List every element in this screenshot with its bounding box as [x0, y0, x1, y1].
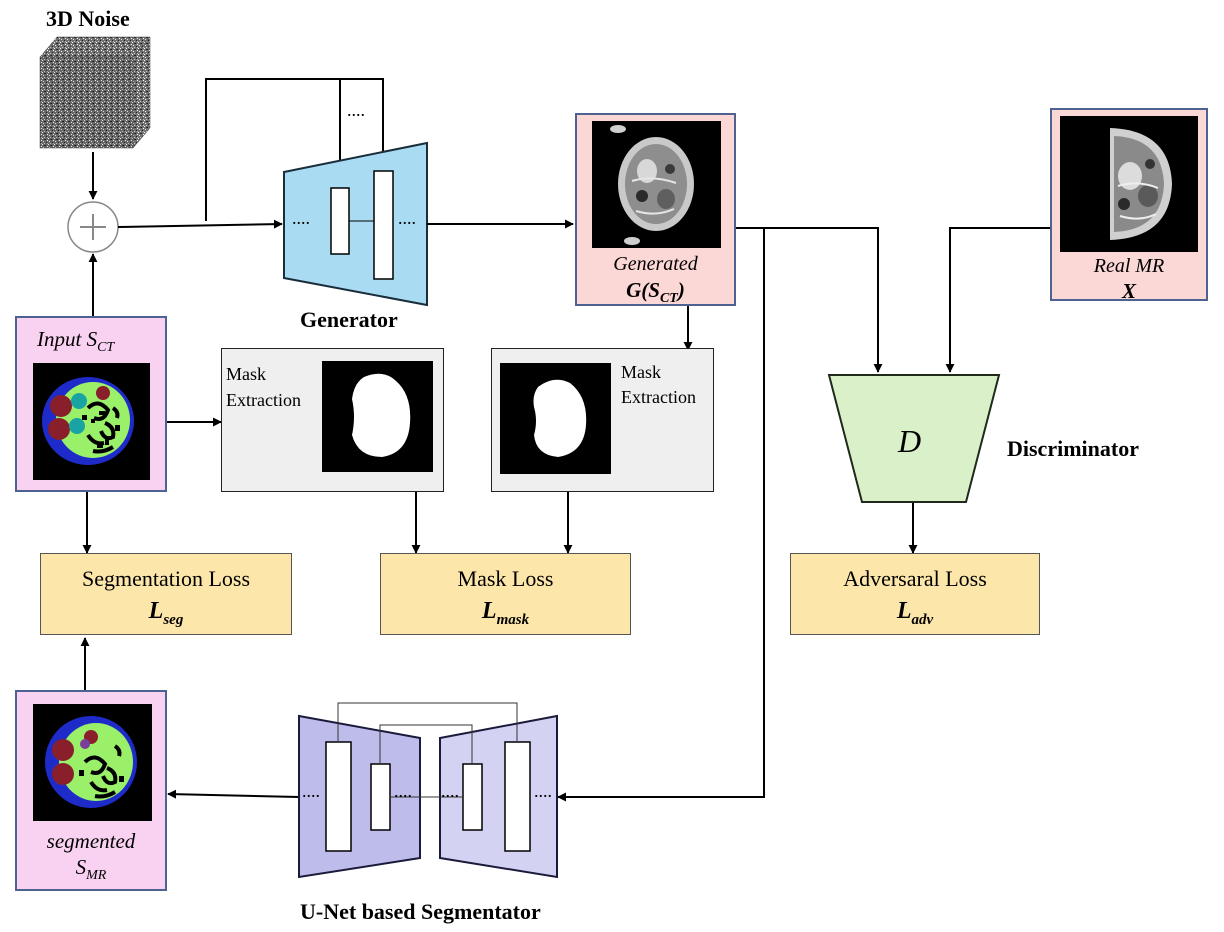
arrow-generated-to-unet — [557, 228, 765, 802]
generator-dots-left: .... — [292, 208, 310, 228]
discriminator-symbol: D — [898, 423, 922, 459]
unet-block-dec-small — [462, 763, 483, 831]
segmented-mr-image — [33, 704, 152, 821]
input-ct-label: Input SCT — [37, 328, 114, 356]
segmented-label: segmented — [46, 829, 136, 853]
unet-block-enc-small — [370, 763, 391, 831]
segmented-symbol-sub: MR — [86, 868, 107, 884]
generator-dots-right: .... — [398, 208, 416, 228]
arrow-generated-to-discriminator — [736, 227, 883, 373]
generator-label: Generator — [300, 307, 398, 332]
generated-symbol: G(SCT) — [577, 279, 734, 307]
mask-extraction-left-label-2: Extraction — [226, 390, 301, 410]
noise-label: 3D Noise — [46, 6, 130, 31]
adversarial-loss-symbol-sub: adv — [911, 611, 934, 628]
generator-block-small — [330, 187, 350, 255]
mask-extraction-right-label-2: Extraction — [621, 387, 696, 407]
mask-extraction-right-label-1: Mask — [621, 362, 661, 382]
discriminator-shape — [827, 374, 1001, 503]
input-ct-label-sub: CT — [97, 340, 115, 356]
real-mr-image — [1060, 116, 1198, 252]
mask-loss-symbol-sub: mask — [496, 611, 530, 628]
segmentation-loss-symbol-main: L — [148, 598, 164, 624]
segmented-symbol: SMR — [17, 856, 165, 884]
adversarial-loss-box: Adversaral Loss Ladv — [790, 553, 1040, 635]
unet-dots-2: .... — [394, 781, 412, 801]
noise-cube — [39, 36, 151, 149]
generator-skip-dots: .... — [347, 100, 365, 120]
generated-box: Generated G(SCT) — [575, 113, 736, 306]
generated-symbol-sub: CT — [659, 291, 678, 307]
unet-dots-1: .... — [302, 781, 320, 801]
segmented-mr-box: segmented SMR — [15, 690, 167, 891]
input-ct-label-prefix: Input S — [37, 327, 98, 351]
mask-loss-symbol-main: L — [481, 598, 497, 624]
segmentation-loss-symbol-sub: seg — [163, 611, 184, 628]
unet-skip-inner — [379, 724, 473, 764]
mask-loss-box: Mask Loss Lmask — [380, 553, 631, 635]
arrow-unet-to-segmented — [167, 789, 300, 799]
arrow-realmr-to-discriminator — [945, 227, 1052, 373]
adversarial-loss-symbol-main: L — [896, 598, 912, 624]
mask-right-image — [500, 363, 611, 474]
unet-skip-outer — [337, 702, 518, 742]
real-mr-label: Real MR — [1093, 255, 1165, 277]
unet-dots-4: .... — [534, 781, 552, 801]
mask-extraction-right-box: Mask Extraction — [491, 348, 714, 492]
discriminator-label: Discriminator — [1007, 436, 1139, 461]
unet-block-enc-large — [325, 741, 352, 852]
generated-mr-image — [592, 121, 721, 248]
input-ct-box: Input SCT — [15, 316, 167, 492]
segmented-symbol-prefix: S — [75, 855, 87, 879]
arrow-adder-to-generator — [117, 219, 283, 229]
real-mr-symbol: X — [1121, 279, 1136, 303]
skip-connection-inner — [206, 78, 345, 187]
mask-extraction-left-box: Mask Extraction — [221, 348, 444, 492]
mask-extraction-left-label-1: Mask — [226, 364, 266, 384]
unet-dots-3: .... — [441, 781, 459, 801]
mask-loss-symbol: Lmask — [381, 598, 630, 629]
adder-circle — [67, 201, 119, 253]
mask-left-image — [322, 361, 433, 472]
segmentation-loss-box: Segmentation Loss Lseg — [40, 553, 292, 635]
generated-symbol-prefix: G(S — [626, 278, 660, 302]
unet-block-dec-large — [504, 741, 531, 852]
input-ct-image — [33, 363, 150, 480]
adversarial-loss-symbol: Ladv — [791, 598, 1039, 629]
generator-block-large — [373, 170, 394, 280]
generated-symbol-suffix: ) — [677, 278, 685, 302]
unet-label: U-Net based Segmentator — [300, 899, 541, 924]
adversarial-loss-title: Adversaral Loss — [843, 566, 987, 591]
real-mr-box: Real MR X — [1050, 108, 1208, 303]
segmentation-loss-symbol: Lseg — [41, 598, 291, 629]
segmentation-loss-title: Segmentation Loss — [81, 566, 251, 591]
mask-loss-title: Mask Loss — [457, 566, 554, 591]
generated-label: Generated — [613, 253, 698, 275]
